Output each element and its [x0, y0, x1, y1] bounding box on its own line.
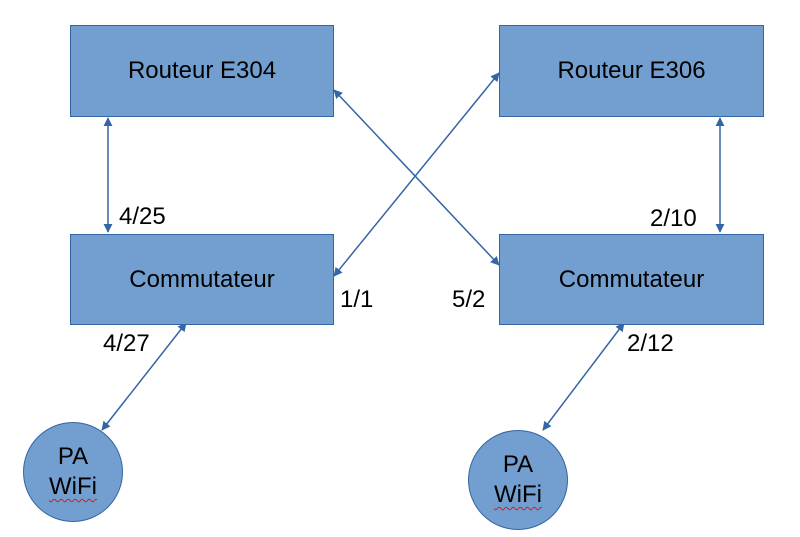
ap-right-line1: PA: [502, 451, 534, 478]
port-left-switch-down: 4/27: [103, 330, 150, 357]
router-e306: Routeur E306: [499, 25, 764, 117]
link-switch-right-ap-right: [542, 322, 625, 431]
ap-left-line2: WiFi: [49, 473, 97, 500]
switch-right-label: Commutateur: [558, 265, 705, 293]
router-e306-label: Routeur E306: [557, 57, 706, 84]
ap-left-line1: PA: [57, 443, 89, 470]
link-router-e304-switch-right: [333, 89, 500, 266]
switch-left: Commutateur: [70, 234, 334, 325]
router-e304-label: Routeur E304: [127, 57, 277, 84]
port-left-switch-cross: 1/1: [340, 286, 374, 313]
ap-left: PA WiFi: [23, 422, 123, 522]
port-right-switch-up: 2/10: [650, 205, 697, 232]
switch-left-label: Commutateur: [129, 265, 275, 293]
port-right-switch-cross: 5/2: [452, 286, 486, 313]
port-left-switch-up: 4/25: [119, 203, 166, 230]
link-router-e306-switch-left: [333, 72, 500, 277]
port-right-switch-down: 2/12: [627, 330, 674, 357]
ap-right: PA WiFi: [468, 430, 568, 530]
router-e304: Routeur E304: [70, 25, 334, 117]
switch-right: Commutateur: [499, 234, 764, 325]
link-switch-left-ap-left: [101, 322, 187, 431]
ap-right-line2: WiFi: [494, 481, 542, 508]
